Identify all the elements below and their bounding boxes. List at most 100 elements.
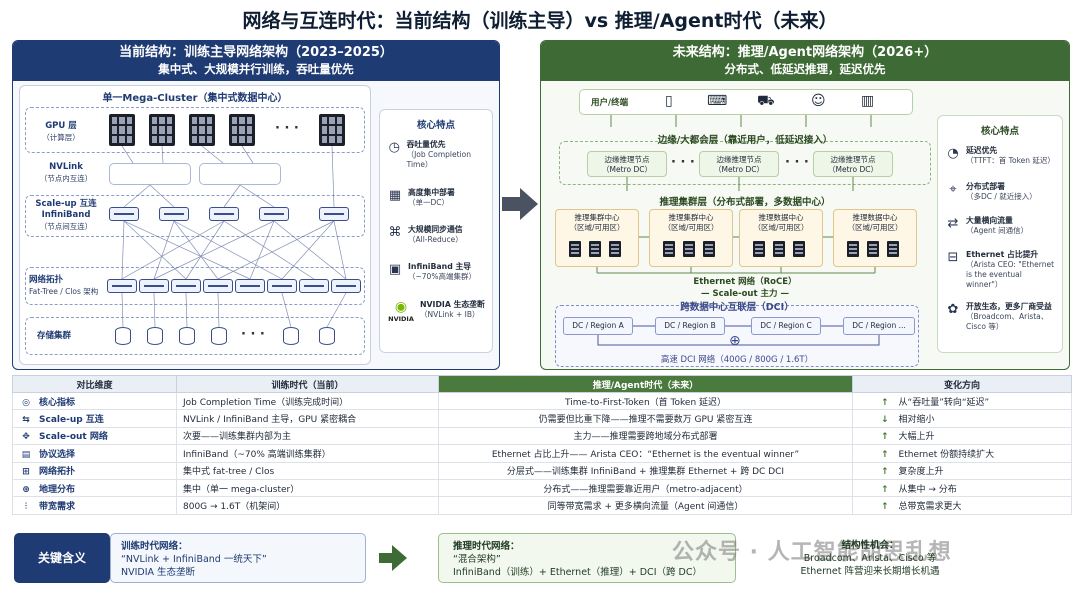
edge-layer-box (559, 141, 931, 185)
feature-latency: ◔ 延迟优先（TTFT：首 Token 延迟） (944, 146, 1060, 166)
inference-architecture-panel: 未来结构：推理/Agent网络架构（2026+） 分布式、低延迟推理，延迟优先 … (540, 40, 1070, 370)
scaleup-subtext: （节点间互连） (39, 222, 93, 231)
left-features-card: 核心特点 ◷ 吞吐量优先（Job Completion Time） ▦ 高度集中… (379, 109, 493, 353)
storage-layer-box (25, 317, 365, 355)
server-rack-icon (683, 241, 695, 257)
inference-summary-line: “混合架构” (453, 554, 501, 565)
protocol-icon: ▤ (21, 449, 31, 460)
gpu-icon (229, 114, 255, 146)
row-inference: Ethernet 占比上升—— Arista CEO：“Ethernet is … (438, 444, 853, 463)
cluster-node-name: 推理集群中心 (574, 213, 620, 222)
row-change-text: 从“吞吐量”转向“延迟” (898, 397, 990, 408)
arrow-up-icon: ↑ (881, 432, 889, 443)
server-rack-icon (867, 241, 879, 257)
scaleout-label: — Scale-out 主力 — (701, 289, 789, 299)
row-change-text: 复杂度上升 (898, 467, 944, 478)
edge-node: 边缘推理节点（Metro DC） (699, 151, 779, 177)
training-era-summary: 训练时代网络： “NVLink + InfiniBand 一统天下” NVIDI… (110, 533, 366, 583)
row-dimension: ⫶带宽需求 (12, 496, 177, 515)
inference-summary-title: 推理时代网络： (453, 541, 520, 552)
dc-region-box: DC / Region B (655, 317, 725, 335)
right-panel-header: 未来结构：推理/Agent网络架构（2026+） 分布式、低延迟推理，延迟优先 (541, 41, 1069, 81)
row-change: ↑Ethernet 份额持续扩大 (852, 444, 1072, 463)
row-change-text: Ethernet 份额持续扩大 (898, 449, 995, 460)
row-dimension: ⇆Scale-up 互连 (12, 409, 177, 428)
arrow-up-icon: ↑ (881, 484, 889, 495)
edge-node: 边缘推理节点（Metro DC） (813, 151, 893, 177)
dci-network-label: 高速 DCI 网络（400G / 800G / 1.6T） (660, 355, 814, 365)
feature-sub: （Broadcom、Arista、Cisco 等） (966, 312, 1049, 331)
row-training: InfiniBand（~70% 高端训练集群） (176, 444, 439, 463)
storage-disk-icon (211, 327, 227, 345)
ethernet-icon: ⊟ (947, 250, 959, 265)
table-header: 对比维度 (12, 375, 177, 393)
dc-region-box: DC / Region C (751, 317, 821, 335)
server-rack-icon (753, 241, 765, 257)
watermark: 公众号 · 人工智能胡思乱想 (672, 540, 952, 565)
edge-node-name: 边缘推理节点 (604, 155, 650, 164)
feature-title: NVIDIA 生态垄断 (420, 300, 485, 309)
mega-cluster-title: 单一Mega-Cluster（集中式数据中心） (102, 93, 288, 104)
building-icon: ▦ (388, 188, 402, 203)
gauge-icon: ◔ (947, 146, 959, 161)
arrow-up-icon: ↑ (881, 467, 889, 478)
edge-node: 边缘推理节点（Metro DC） (587, 151, 667, 177)
server-rack-icon (569, 241, 581, 257)
row-dimension: ▤协议选择 (12, 444, 177, 463)
scaleup-label: Scale-up 互连 InfiniBand （节点间互连） (29, 199, 103, 232)
feature-throughput: ◷ 吞吐量优先（Job Completion Time） (386, 140, 492, 170)
server-rack-icon (663, 241, 675, 257)
topology-label: 网络拓扑 Fat-Tree / Clos 架构 (29, 275, 105, 297)
feature-title: InfiniBand 主导 (408, 262, 472, 271)
topology-icon: ⊞ (22, 467, 30, 478)
switch-icon (203, 279, 233, 293)
exchange-icon: ⇄ (947, 216, 959, 231)
globe-icon: ⊕ (22, 484, 30, 495)
server-rack-icon (589, 241, 601, 257)
feature-sub: （NVLink + IB） (420, 310, 480, 319)
topology-text: 网络拓扑 (29, 275, 64, 285)
opportunity-title: 结构性机会： (841, 540, 899, 551)
cluster-node-name: 推理数据中心 (758, 213, 804, 222)
dci-layer-title: 跨数据中心互联层（DCI） (680, 302, 794, 313)
city-icon: ▥ (861, 93, 875, 109)
switch-icon (319, 207, 349, 221)
car-icon: ⛟ (757, 93, 775, 109)
cluster-node-name: 推理集群中心 (668, 213, 714, 222)
opportunity-line: Broadcom、Arista、Cisco 等 (803, 553, 937, 564)
cluster-node-sub: （区域/可用区） (753, 223, 809, 232)
inference-cluster-node: 推理数据中心（区域/可用区） (739, 209, 823, 267)
inference-summary-line: InfiniBand（训练）+ Ethernet（推理）+ DCI（跨 DC） (453, 567, 702, 578)
left-panel-header: 当前结构：训练主导网络架构（2023–2025） 集中式、大规模并行训练，吞吐量… (13, 41, 499, 81)
row-training: 集中（单一 mega-cluster） (176, 478, 439, 498)
network-icon: ⌘ (388, 225, 402, 240)
row-change: ↑大幅上升 (852, 426, 1072, 446)
gpu-layer-subtext: （计算层） (42, 133, 80, 142)
row-dimension-text: 核心指标 (39, 397, 76, 408)
edge-node-name: 边缘推理节点 (830, 155, 876, 164)
robot-icon: ☺ (811, 93, 826, 109)
gpu-layer-label: GPU 层 （计算层） (31, 121, 91, 143)
feature-east-west: ⇄ 大量横向流量（Agent 间通信） (944, 216, 1060, 236)
feature-open-ecosystem: ✿ 开放生态，更多厂商受益（Broadcom、Arista、Cisco 等） (944, 302, 1060, 332)
edge-node-sub: （Metro DC） (602, 165, 652, 174)
row-dimension-text: 地理分布 (39, 484, 76, 495)
server-rack-icon (703, 241, 715, 257)
storage-disk-icon (319, 327, 335, 345)
switch-icon (267, 279, 297, 293)
scaleup-text: Scale-up 互连 (35, 199, 97, 209)
gpu-icon (149, 114, 175, 146)
feature-title: 吞吐量优先 (406, 140, 446, 149)
gpu-icon (319, 114, 345, 146)
row-training: NVLink / InfiniBand 主导，GPU 紧密耦合 (176, 409, 439, 428)
edge-node-sub: （Metro DC） (828, 165, 878, 174)
edge-node-name: 边缘推理节点 (716, 155, 762, 164)
row-change-text: 总带宽需求更大 (898, 502, 962, 513)
nvlink-text: NVLink (49, 162, 83, 172)
row-change: ↓相对缩小 (852, 409, 1072, 428)
feature-centralized: ▦ 高度集中部署（单一DC） (386, 188, 455, 208)
distributed-icon: ⌖ (949, 182, 957, 197)
